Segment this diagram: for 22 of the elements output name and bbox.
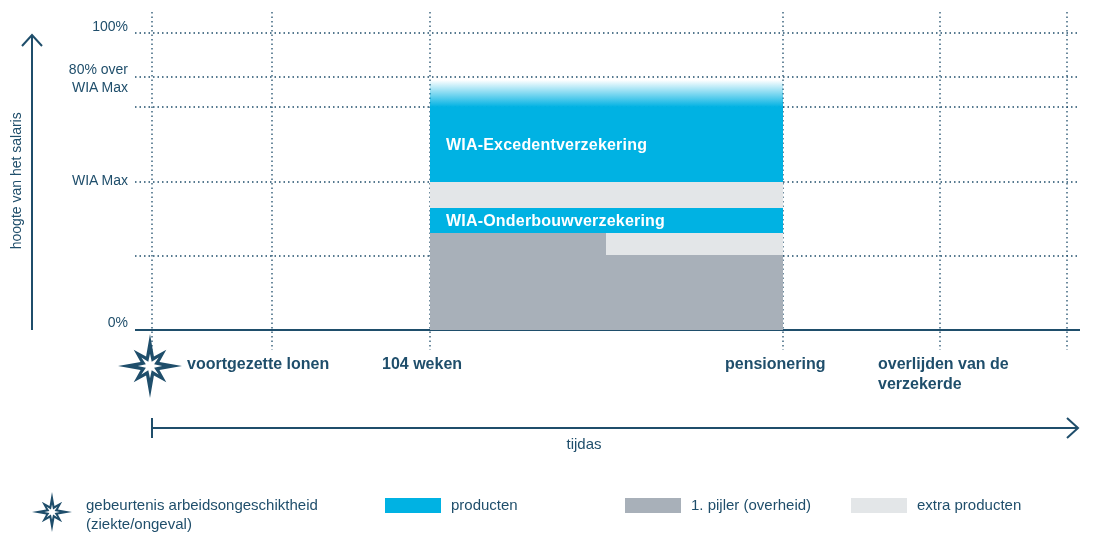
- band-label: WIA-Excedentverzekering: [446, 136, 648, 154]
- timeline-label: 104 weken: [382, 354, 463, 374]
- coverage-bar: [430, 182, 783, 208]
- tick-label: 80% over WIA Max: [67, 61, 128, 96]
- coverage-bar: [606, 255, 783, 330]
- axis-label: tijdas: [565, 435, 603, 454]
- legend-text: extra producten: [917, 496, 1022, 515]
- legend-text: gebeurtenis arbeidsongeschiktheid (ziekte/ongeval): [86, 496, 319, 534]
- insurance-band: [430, 208, 783, 233]
- coverage-bar: [430, 233, 606, 330]
- tick-label: 0%: [106, 314, 128, 332]
- legend-text: 1. pijler (overheid): [691, 496, 812, 515]
- timeline-label: voortgezette lonen: [187, 354, 330, 374]
- tick-label: WIA Max: [71, 172, 128, 190]
- tick-label: 100%: [91, 18, 128, 36]
- timeline-label: overlijden van de verzekerde: [878, 354, 1010, 394]
- timeline-label: pensionering: [725, 354, 826, 374]
- band-label: WIA-Onderbouwverzekering: [446, 211, 666, 230]
- insurance-band: [430, 80, 783, 182]
- legend-text: producten: [451, 496, 518, 515]
- axis-label: hoogte van het salaris: [8, 111, 26, 252]
- coverage-bar: [606, 233, 783, 255]
